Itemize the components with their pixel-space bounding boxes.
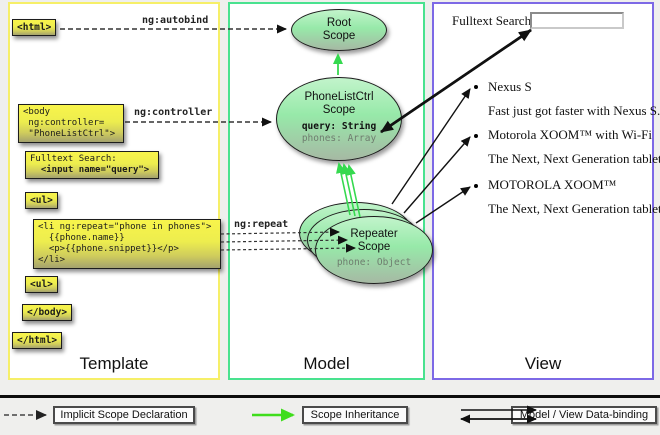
html-open-tag-box: <html> [12,19,57,36]
phonelistctrl-scope-ellipse: PhoneListCtrl Scope query: String phones… [276,77,402,161]
repeater-scope-ellipse-front: Repeater Scope phone: Object [315,216,433,284]
view-item-snippet: Fast just got faster with Nexus S. [488,103,660,118]
root-scope-ellipse: Root Scope [291,9,387,51]
view-column-label: View [524,354,562,373]
legend-implicit-scope-declaration: Implicit Scope Declaration [53,406,195,424]
body-open-tag-box: <body ng:controller= "PhoneListCtrl"> [18,104,124,143]
legend-divider-line [0,395,660,398]
ul-close-tag-box: <ul> [25,276,58,293]
ng-autobind-label: ng:autobind [142,15,209,26]
ng-repeat-label: ng:repeat [234,219,289,230]
model-column: Model [228,2,425,380]
bullet-icon [474,134,478,138]
view-fulltext-search-label: Fulltext Search: [452,13,535,28]
bullet-icon [474,85,478,89]
view-item-name: Motorola XOOM™ with Wi-Fi [488,127,653,142]
input-code-line: <input name="query"> [40,165,150,175]
legend-model-view-data-binding: Model / View Data-binding [511,406,657,424]
view-item-name: Nexus S [488,79,532,94]
legend-scope-inheritance: Scope Inheritance [302,406,408,424]
li-repeat-code-box: <li ng:repeat="phone in phones"> {{phone… [33,219,221,269]
phones-property: phones: Array [301,133,377,144]
query-property: query: String [301,121,377,132]
fulltext-search-code-box: Fulltext Search: <input name="query"> [25,151,159,179]
root-scope-title: Root Scope [322,17,356,42]
template-column: Template [8,2,220,380]
phone-property: phone: Object [336,257,412,268]
template-column-label: Template [79,354,149,373]
body-close-tag-box: </body> [22,304,73,321]
repeater-scope-title: Repeater Scope [350,228,398,253]
html-close-tag-box: </html> [12,332,63,349]
fulltext-search-input[interactable] [530,12,624,29]
bullet-icon [474,184,478,188]
view-item-snippet: The Next, Next Generation tablet. [488,201,660,216]
view-item-snippet: The Next, Next Generation tablet. [488,151,660,166]
model-column-label: Model [303,354,350,373]
ng-controller-label: ng:controller [134,107,213,118]
view-item-name: MOTOROLA XOOM™ [488,177,617,192]
phonelistctrl-scope-title: PhoneListCtrl Scope [304,91,374,116]
fulltext-label-line: Fulltext Search: [30,154,117,164]
ul-open-tag-box: <ul> [25,192,58,209]
